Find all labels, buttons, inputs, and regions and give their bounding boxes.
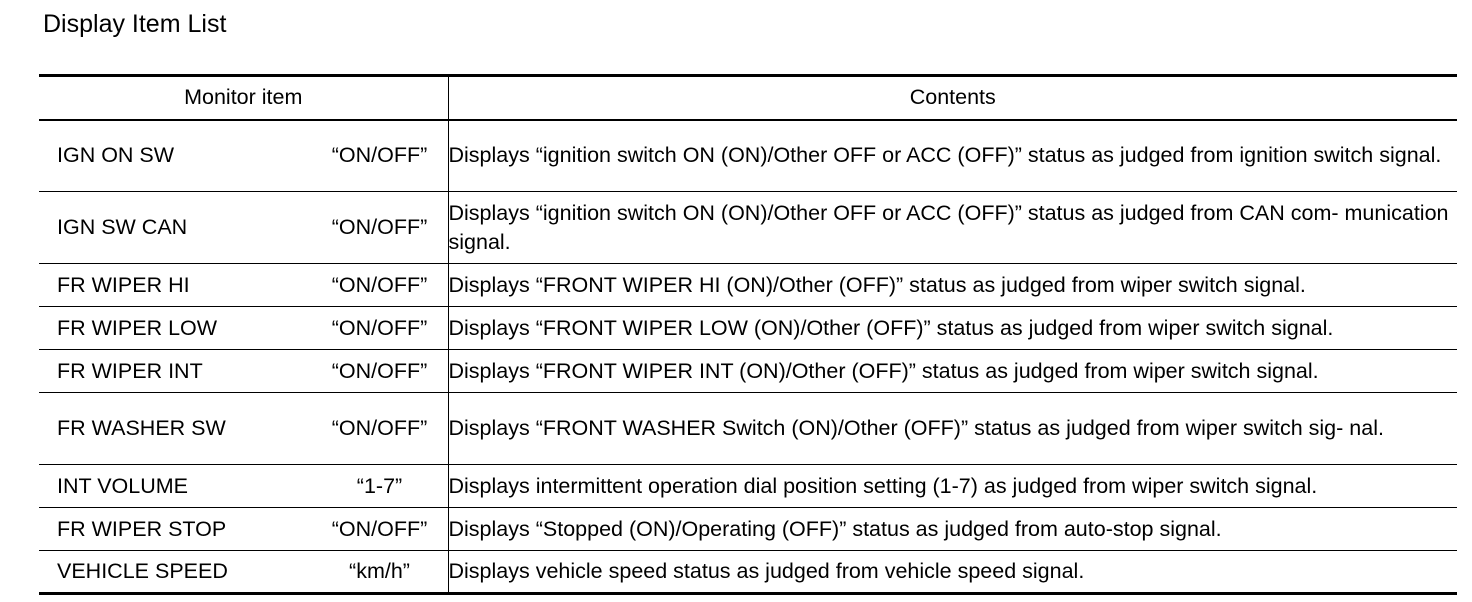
monitor-item-name: FR WIPER INT bbox=[57, 358, 203, 383]
monitor-item-value: “1-7” bbox=[356, 473, 403, 498]
monitor-cell: FR WASHER SW “ON/OFF” bbox=[39, 392, 449, 465]
monitor-cell: IGN SW CAN “ON/OFF” bbox=[39, 191, 449, 264]
monitor-item-value: “ON/OFF” bbox=[331, 143, 428, 168]
contents-cell: Displays “FRONT WIPER LOW (ON)/Other (OF… bbox=[448, 306, 1457, 350]
monitor-item-value: “km/h” bbox=[349, 559, 410, 583]
monitor-cell: FR WIPER INT “ON/OFF” bbox=[39, 349, 449, 393]
display-item-table: Monitor item Contents IGN ON SW “ON/OFF”… bbox=[39, 74, 1457, 595]
table-header-row: Monitor item Contents bbox=[39, 74, 1457, 121]
monitor-cell: FR WIPER STOP “ON/OFF” bbox=[39, 507, 449, 551]
table-row: FR WASHER SW “ON/OFF” Displays “FRONT WA… bbox=[39, 392, 1457, 465]
contents-cell: Displays intermittent operation dial pos… bbox=[448, 464, 1457, 508]
monitor-item-name: IGN SW CAN bbox=[57, 215, 188, 239]
contents-cell: Displays “FRONT WIPER HI (ON)/Other (OFF… bbox=[448, 263, 1457, 307]
table-row: VEHICLE SPEED “km/h” Displays vehicle sp… bbox=[39, 550, 1457, 595]
monitor-item-value: “ON/OFF” bbox=[331, 516, 428, 541]
monitor-item-value: “ON/OFF” bbox=[331, 358, 428, 383]
contents-cell: Displays “Stopped (ON)/Operating (OFF)” … bbox=[448, 507, 1457, 551]
monitor-item-value: “ON/OFF” bbox=[331, 272, 428, 297]
header-contents: Contents bbox=[448, 74, 1457, 121]
page-title: Display Item List bbox=[43, 10, 227, 38]
header-monitor-item: Monitor item bbox=[39, 74, 449, 121]
monitor-cell: INT VOLUME “1-7” bbox=[39, 464, 449, 508]
table-row: FR WIPER LOW “ON/OFF” Displays “FRONT WI… bbox=[39, 306, 1457, 350]
monitor-item-name: FR WASHER SW bbox=[57, 416, 226, 440]
monitor-item-value: “ON/OFF” bbox=[331, 416, 428, 440]
monitor-item-name: INT VOLUME bbox=[57, 473, 189, 498]
monitor-item-name: FR WIPER STOP bbox=[57, 516, 227, 541]
monitor-item-name: FR WIPER HI bbox=[57, 272, 190, 297]
contents-cell: Displays “ignition switch ON (ON)/Other … bbox=[448, 191, 1457, 264]
monitor-cell: FR WIPER LOW “ON/OFF” bbox=[39, 306, 449, 350]
table-row: IGN ON SW “ON/OFF” Displays “ignition sw… bbox=[39, 119, 1457, 192]
monitor-item-name: FR WIPER LOW bbox=[57, 315, 218, 340]
contents-cell: Displays “ignition switch ON (ON)/Other … bbox=[448, 119, 1457, 192]
contents-cell: Displays “FRONT WASHER Switch (ON)/Other… bbox=[448, 392, 1457, 465]
monitor-item-name: VEHICLE SPEED bbox=[57, 559, 228, 583]
table-row: INT VOLUME “1-7” Displays intermittent o… bbox=[39, 464, 1457, 508]
monitor-item-name: IGN ON SW bbox=[57, 143, 175, 168]
monitor-cell: IGN ON SW “ON/OFF” bbox=[39, 119, 449, 192]
table-row: FR WIPER STOP “ON/OFF” Displays “Stopped… bbox=[39, 507, 1457, 551]
monitor-cell: FR WIPER HI “ON/OFF” bbox=[39, 263, 449, 307]
table-row: IGN SW CAN “ON/OFF” Displays “ignition s… bbox=[39, 191, 1457, 264]
monitor-item-value: “ON/OFF” bbox=[331, 315, 428, 340]
contents-cell: Displays “FRONT WIPER INT (ON)/Other (OF… bbox=[448, 349, 1457, 393]
monitor-item-value: “ON/OFF” bbox=[331, 215, 428, 239]
table-row: FR WIPER HI “ON/OFF” Displays “FRONT WIP… bbox=[39, 263, 1457, 307]
table-row: FR WIPER INT “ON/OFF” Displays “FRONT WI… bbox=[39, 349, 1457, 393]
monitor-cell: VEHICLE SPEED “km/h” bbox=[39, 550, 449, 595]
contents-cell: Displays vehicle speed status as judged … bbox=[448, 550, 1457, 595]
